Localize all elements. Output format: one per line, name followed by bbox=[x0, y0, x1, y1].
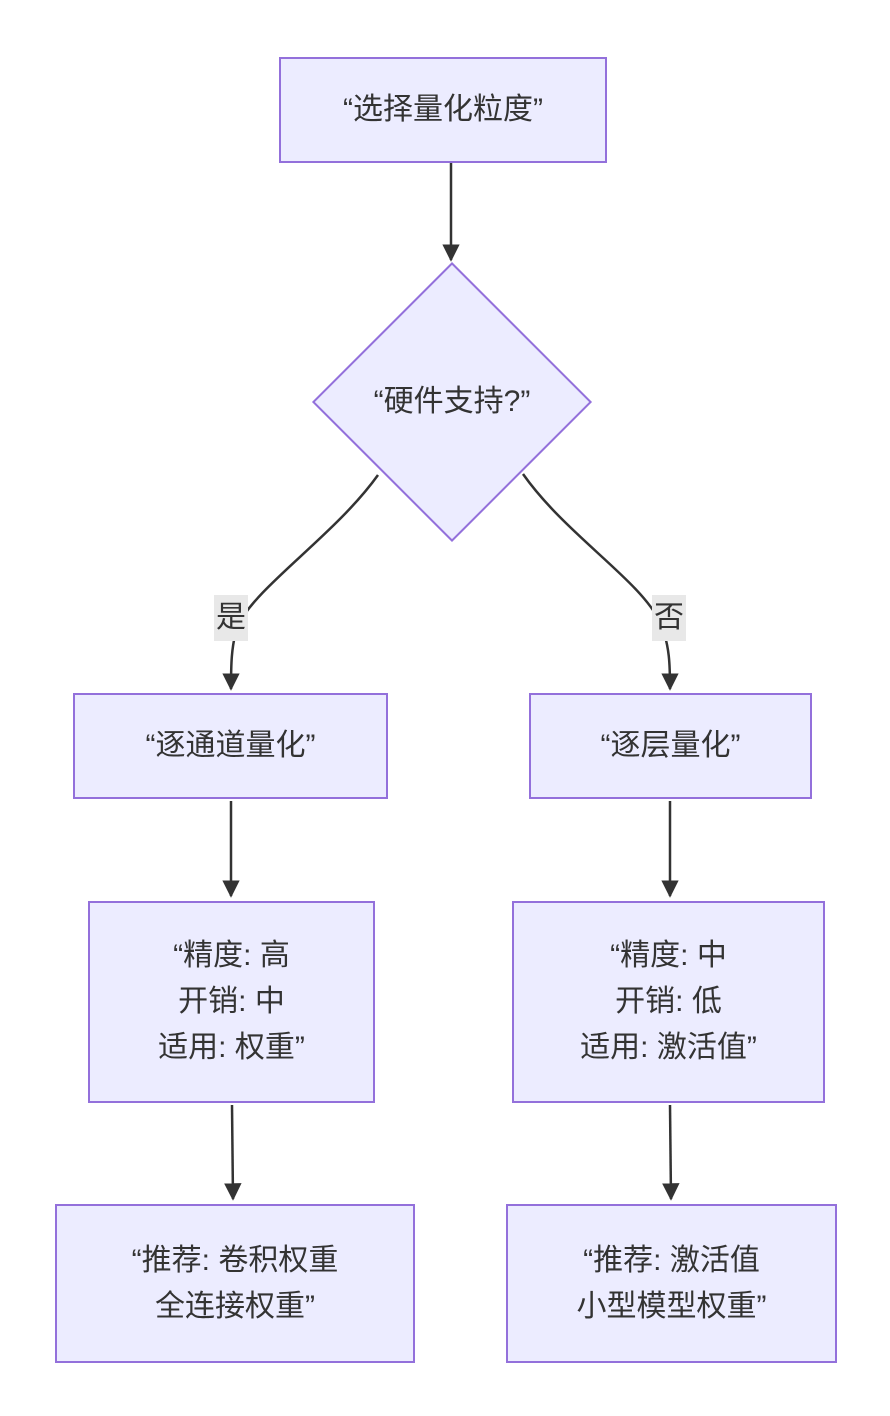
node-label-line: “精度: 高 bbox=[173, 939, 290, 972]
node-label-line: “精度: 中 bbox=[610, 939, 727, 972]
node-label-line: 小型模型权重” bbox=[576, 1289, 767, 1323]
edge-perchannelprops-to-rec bbox=[224, 1104, 242, 1201]
node-label-line: “推荐: 卷积权重 bbox=[131, 1243, 339, 1277]
node-label-line: 开销: 低 bbox=[615, 985, 722, 1018]
node-label: “逐层量化” bbox=[600, 729, 741, 762]
node-label: “逐通道量化” bbox=[145, 729, 316, 762]
edge-perlayerprops-to-rec bbox=[662, 1104, 680, 1201]
node-label: “选择量化粒度” bbox=[343, 93, 543, 126]
node-per-layer-recommendation: “推荐: 激活值 小型模型权重” bbox=[506, 1204, 837, 1363]
edge-hardware-to-perchannel bbox=[222, 474, 380, 691]
node-label-line: 开销: 中 bbox=[178, 985, 285, 1018]
node-hardware-support: “硬件支持?” bbox=[312, 379, 592, 425]
node-per-channel-props: “精度: 高 开销: 中 适用: 权重” bbox=[88, 901, 375, 1103]
edge-label-yes: 是 bbox=[214, 595, 248, 641]
node-label-line: 全连接权重” bbox=[155, 1289, 315, 1323]
node-label: “硬件支持?” bbox=[373, 385, 531, 418]
node-label-line: 适用: 权重” bbox=[158, 1031, 305, 1064]
node-select-granularity: “选择量化粒度” bbox=[279, 57, 607, 163]
edge-label-no: 否 bbox=[652, 595, 686, 641]
node-label-line: 适用: 激活值” bbox=[580, 1031, 757, 1064]
node-per-layer: “逐层量化” bbox=[529, 693, 812, 799]
node-per-channel: “逐通道量化” bbox=[73, 693, 388, 799]
node-label-line: “推荐: 激活值 bbox=[583, 1243, 760, 1277]
node-per-layer-props: “精度: 中 开销: 低 适用: 激活值” bbox=[512, 901, 825, 1103]
node-per-channel-recommendation: “推荐: 卷积权重 全连接权重” bbox=[55, 1204, 415, 1363]
edge-hardware-to-perlayer bbox=[521, 473, 679, 691]
